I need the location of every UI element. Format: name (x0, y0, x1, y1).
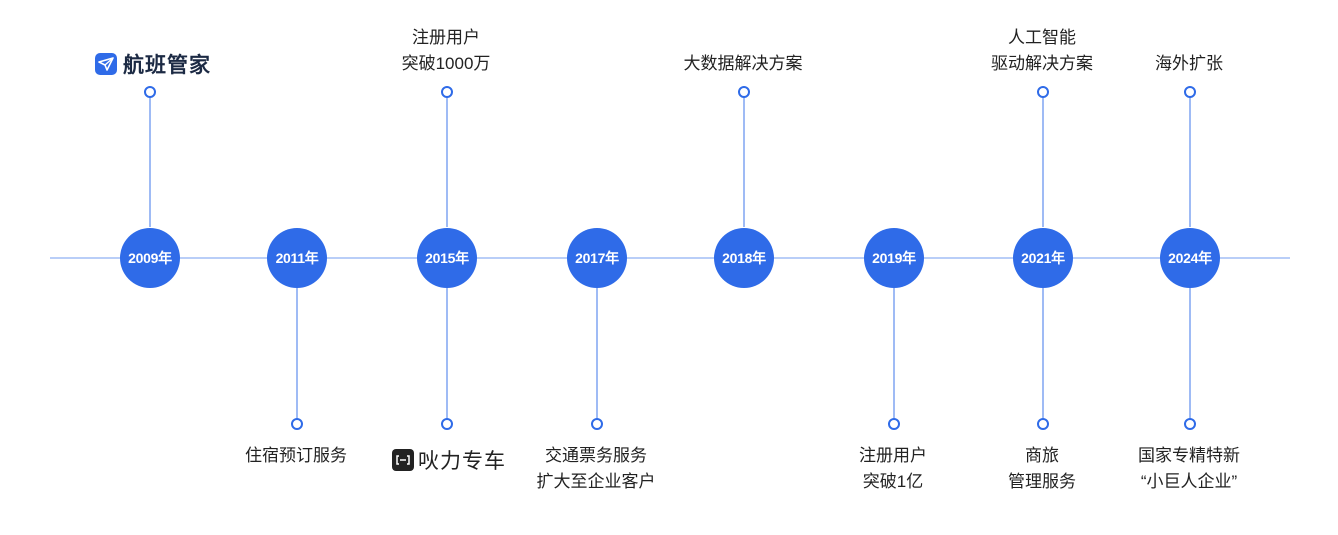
connector-2009-top (149, 96, 151, 227)
event-label-2021-bottom: 商旅 管理服务 (1008, 446, 1076, 491)
year-node-2021: 2021年 (1013, 228, 1073, 288)
xianli-logo: 吙力专车 (392, 445, 506, 475)
event-label-2011-bottom: 住宿预订服务 (245, 446, 347, 465)
dot-2015-top (441, 86, 453, 98)
event-label-2015-top: 注册用户 突破1000万 (401, 28, 491, 73)
xianli-logo-text: 吙力专车 (418, 449, 506, 473)
event-label-2019-bottom: 注册用户 突破1亿 (859, 446, 927, 491)
connector-2021-top (1042, 96, 1044, 227)
connector-2021-bottom (1042, 288, 1044, 418)
paper-plane-icon (95, 53, 117, 75)
dot-2024-top (1184, 86, 1196, 98)
connector-2011-bottom (296, 288, 298, 418)
connector-2019-bottom (893, 288, 895, 418)
dot-2015-bottom (441, 418, 453, 430)
connector-2015-top (446, 96, 448, 227)
bracket-arrows-icon (392, 449, 414, 471)
year-node-2018: 2018年 (714, 228, 774, 288)
dot-2018-top (738, 86, 750, 98)
year-node-2011: 2011年 (267, 228, 327, 288)
event-label-2024-bottom: 国家专精特新 “小巨人企业” (1138, 446, 1240, 491)
timeline-axis (50, 257, 1290, 259)
dot-2024-bottom (1184, 418, 1196, 430)
event-label-2024-top: 海外扩张 (1155, 54, 1223, 73)
dot-2011-bottom (291, 418, 303, 430)
connector-2017-bottom (596, 288, 598, 418)
dot-2021-top (1037, 86, 1049, 98)
connector-2015-bottom (446, 288, 448, 418)
dot-2009-top (144, 86, 156, 98)
dot-2017-bottom (591, 418, 603, 430)
year-node-2017: 2017年 (567, 228, 627, 288)
connector-2024-bottom (1189, 288, 1191, 418)
hangban-logo-text: 航班管家 (123, 54, 211, 77)
year-node-2024: 2024年 (1160, 228, 1220, 288)
event-label-2021-top: 人工智能 驱动解决方案 (991, 28, 1093, 73)
dot-2019-bottom (888, 418, 900, 430)
connector-2024-top (1189, 96, 1191, 227)
year-node-2009: 2009年 (120, 228, 180, 288)
event-label-2017-bottom: 交通票务服务 扩大至企业客户 (536, 446, 656, 491)
connector-2018-top (743, 96, 745, 227)
hangban-logo: 航班管家 (95, 49, 211, 79)
year-node-2019: 2019年 (864, 228, 924, 288)
year-node-2015: 2015年 (417, 228, 477, 288)
event-label-2018-top: 大数据解决方案 (683, 54, 803, 73)
dot-2021-bottom (1037, 418, 1049, 430)
